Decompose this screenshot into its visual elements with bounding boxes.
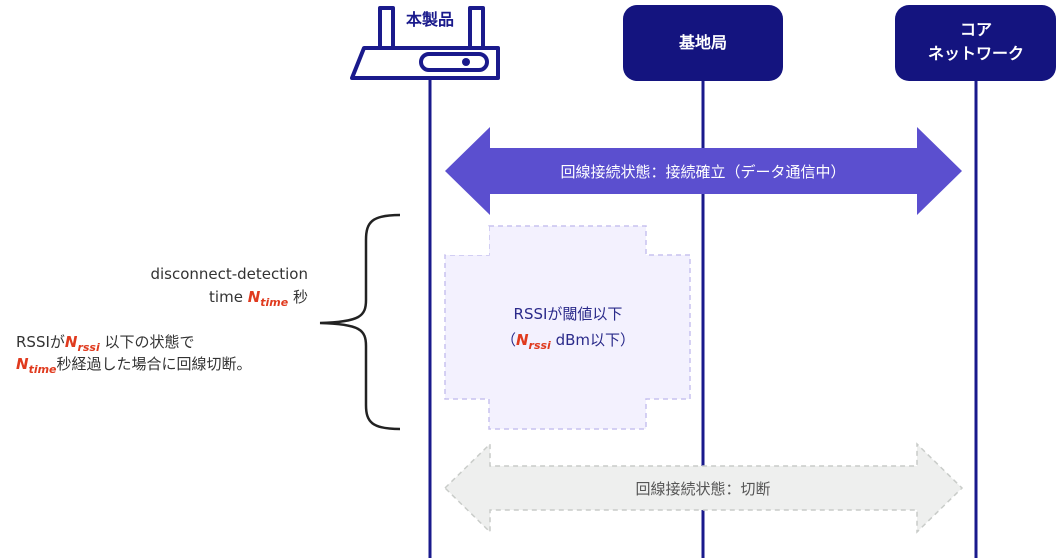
annotation-line1: disconnect-detection — [150, 265, 308, 283]
rssi-arrow-tip-left — [445, 226, 489, 255]
rssi-arrow — [444, 225, 691, 430]
curly-brace — [319, 213, 401, 431]
annotation-line4: Ntime秒経過した場合に回線切断。 — [16, 355, 252, 376]
core-network-label-line1: コア — [960, 20, 992, 39]
established-label: 回線接続状態：接続確立（データ通信中） — [560, 163, 845, 181]
rssi-label-line2: （Nrssi dBm以下） — [501, 331, 635, 352]
router-icon — [350, 6, 500, 80]
established-arrow — [445, 127, 962, 215]
disconnected-label: 回線接続状態：切断 — [635, 480, 770, 498]
core-network-box — [895, 5, 1056, 81]
device-label: 本製品 — [406, 10, 454, 29]
base-station-box — [623, 5, 783, 81]
disconnected-arrow — [443, 442, 964, 534]
core-network-label-line2: ネットワーク — [928, 44, 1024, 63]
annotation-line2: time Ntime 秒 — [209, 288, 308, 309]
annotation-line3: RSSIがNrssi 以下の状態で — [16, 333, 195, 354]
rssi-label-line1: RSSIが閾値以下 — [514, 305, 623, 323]
base-station-label: 基地局 — [678, 33, 727, 52]
